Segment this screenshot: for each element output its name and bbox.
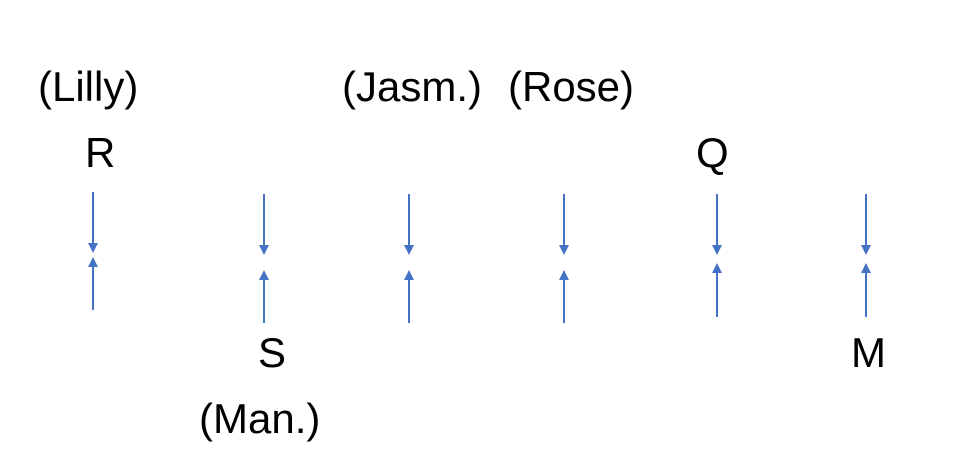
label-r: R [85, 129, 116, 176]
label-q: Q [696, 129, 729, 176]
label-jasm: (Jasm.) [342, 63, 482, 110]
label-lilly: (Lilly) [38, 63, 139, 110]
label-m: M [851, 329, 886, 376]
label-s: S [258, 329, 287, 376]
label-man: (Man.) [199, 395, 321, 442]
label-rose: (Rose) [508, 63, 635, 110]
